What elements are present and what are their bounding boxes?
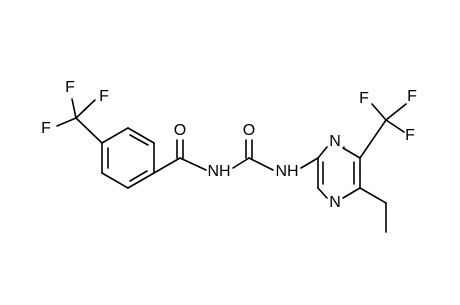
bond — [56, 117, 77, 127]
atom-label-f: F — [41, 120, 51, 137]
atom-label-nh: NH — [207, 163, 230, 180]
bond — [317, 187, 328, 199]
bond — [342, 187, 361, 199]
bond — [75, 117, 103, 144]
bond — [101, 172, 129, 189]
atom-label-o: O — [243, 122, 255, 139]
atom-label-n: N — [329, 194, 341, 211]
bond — [179, 157, 207, 171]
bond — [71, 98, 77, 119]
atom-label-n: N — [329, 133, 341, 150]
atom-label-o: O — [174, 122, 186, 139]
benzene-ring — [101, 127, 155, 189]
bond — [127, 127, 155, 144]
atom-label-f: F — [65, 79, 75, 96]
bond — [101, 127, 129, 144]
bond — [342, 147, 361, 159]
double-bond-inner — [129, 134, 149, 146]
atom-label-f: F — [407, 88, 417, 105]
trifluoromethyl-left: F F F — [41, 79, 109, 144]
bond — [127, 172, 155, 189]
bond — [232, 157, 250, 169]
bond — [75, 99, 96, 119]
bond — [300, 157, 319, 169]
bond — [385, 103, 407, 121]
pyrimidine-ring: N N — [300, 133, 361, 211]
bond — [385, 119, 405, 133]
trifluoromethyl-right: F F F — [359, 88, 417, 159]
double-bond-inner — [129, 170, 148, 182]
bond — [317, 146, 328, 159]
bond — [359, 119, 387, 159]
atom-label-f: F — [405, 127, 415, 144]
atom-label-nh: NH — [275, 163, 298, 180]
atom-label-f: F — [359, 90, 369, 107]
methyl-bond — [359, 187, 387, 204]
amide-carbonyl: O NH — [153, 122, 231, 180]
bond — [153, 157, 181, 174]
bond — [248, 157, 274, 171]
bond — [371, 103, 387, 121]
atom-label-f: F — [99, 88, 109, 105]
urea-carbonyl: O NH — [232, 122, 299, 180]
